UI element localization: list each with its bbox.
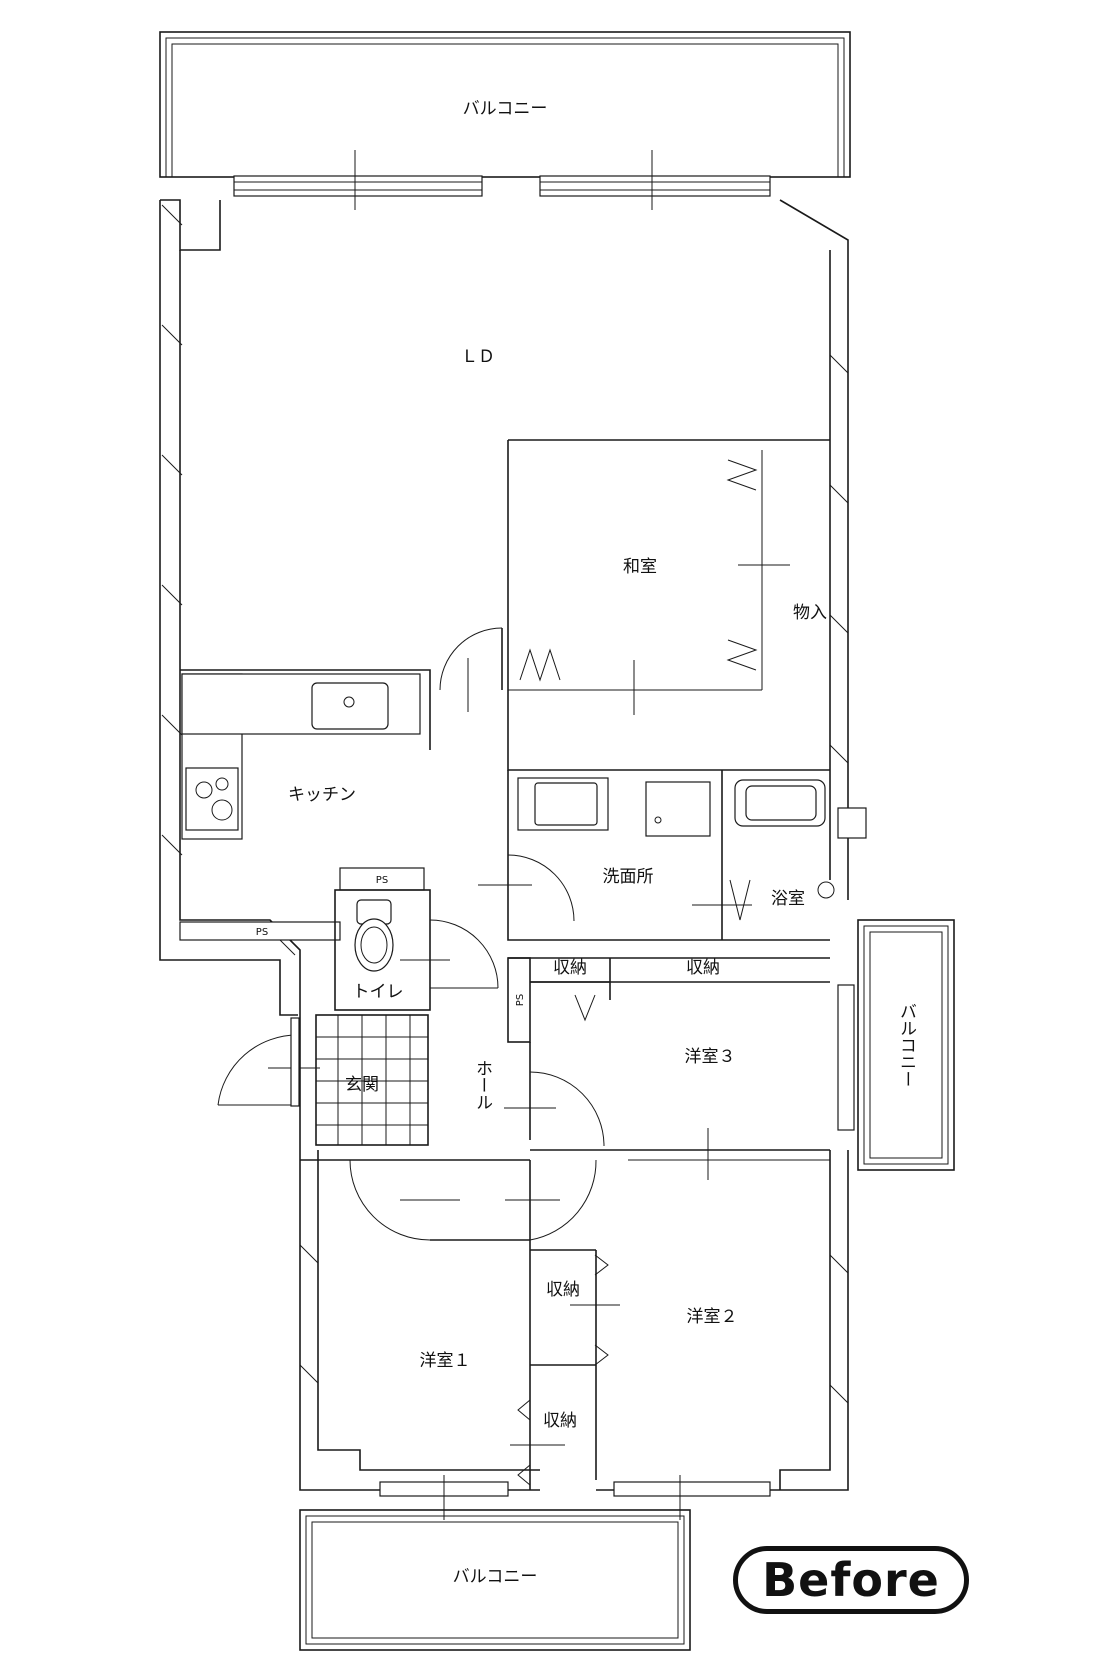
balcony-top [159,31,851,178]
exterior-walls [159,199,849,1491]
label-youshitsu-1: 洋室１ [420,1351,471,1371]
before-badge: Before [733,1546,969,1614]
washroom-bath [478,770,867,941]
label-balcony-bottom: バルコニー [453,1567,538,1587]
washitsu-walls [507,439,830,771]
windows-bottom [379,1475,771,1520]
label-ps-2: PS [256,927,268,938]
balcony-bottom [299,1509,691,1651]
room-labels: バルコニー ＬＤ 和室 物入 キッチン 洗面所 浴室 PS PS PS トイレ … [256,99,916,1587]
entrance-hall [217,1014,429,1146]
label-senmenjo: 洗面所 [603,867,654,887]
label-monoire: 物入 [793,603,827,623]
balcony-right [837,919,955,1171]
windows-top [233,150,771,210]
label-shuno-2: 収納 [686,958,720,978]
ps-and-toilet [179,867,499,1011]
label-washitsu: 和室 [623,557,657,577]
label-balcony-right: バルコニー [896,1003,916,1088]
storage-and-room3 [504,957,830,1180]
label-toilet: トイレ [353,982,404,1002]
label-hall: ホール [472,1060,492,1111]
kitchen-door [439,627,503,712]
western-rooms [300,1159,620,1490]
label-shuno-4: 収納 [543,1411,577,1431]
label-youshitsu-3: 洋室３ [685,1047,736,1067]
label-kitchen: キッチン [288,785,356,805]
label-shuno-3: 収納 [546,1280,580,1300]
label-genkan: 玄関 [345,1075,379,1095]
label-ps-1: PS [376,875,388,886]
label-shuno-1: 収納 [553,958,587,978]
label-ps-3: PS [515,994,526,1006]
label-youshitsu-2: 洋室２ [687,1307,738,1327]
label-yokushitsu: 浴室 [771,889,805,909]
kitchen [180,669,431,840]
label-ld: ＬＤ [461,347,495,367]
label-balcony-top: バルコニー [463,99,548,119]
